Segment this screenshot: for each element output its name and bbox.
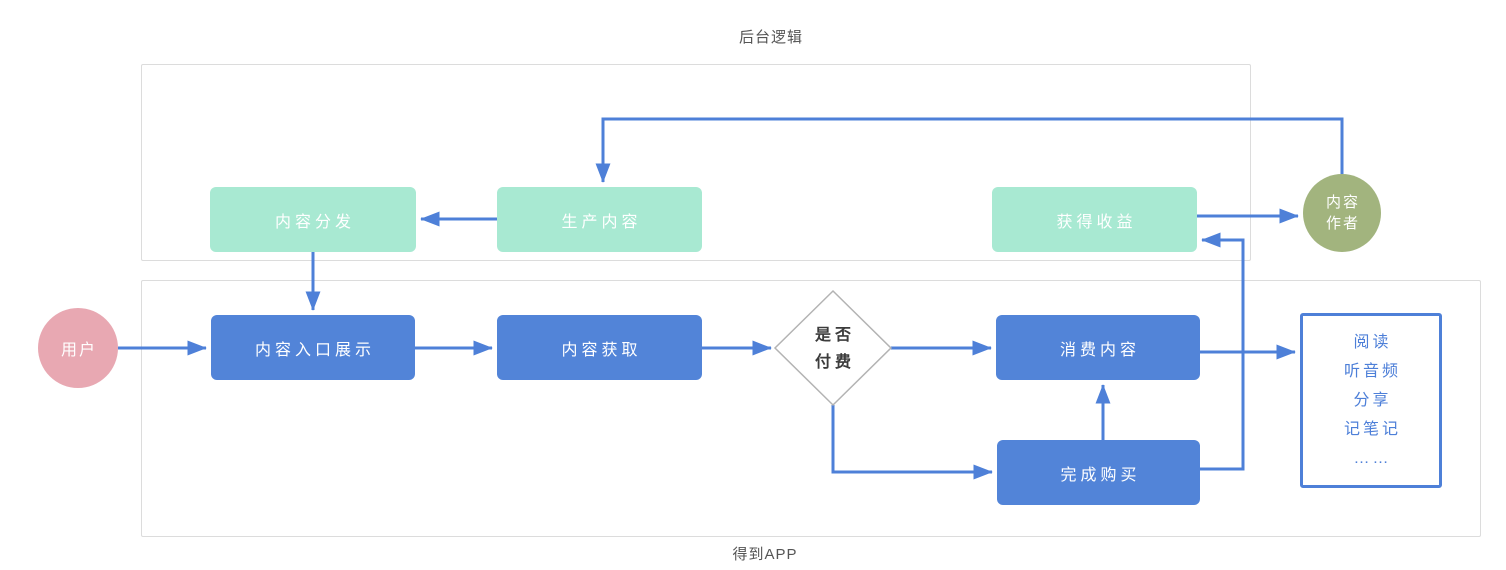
node-consume-content: 消费内容 [996, 315, 1200, 380]
action-item: 听音频 [1343, 363, 1401, 380]
author-circle: 内容 作者 [1303, 174, 1381, 252]
action-item: 分享 [1353, 392, 1392, 409]
node-content-distribution: 内容分发 [210, 187, 416, 252]
backend-section-label: 后台逻辑 [738, 29, 803, 46]
decision-line2: 付费 [814, 354, 855, 371]
decision-diamond-shape [773, 289, 893, 407]
arrow-author-to-produce [595, 117, 1344, 183]
node-complete-purchase: 完成购买 [997, 440, 1200, 505]
node-content-acquisition: 内容获取 [497, 315, 702, 380]
app-section-container [141, 280, 1481, 537]
backend-section-container [141, 64, 1251, 261]
decision-pay-label: 是否 付费 [776, 320, 890, 378]
user-circle: 用户 [38, 308, 118, 388]
app-section-label: 得到APP [732, 546, 798, 563]
node-gain-revenue: 获得收益 [992, 187, 1197, 252]
node-produce-content: 生产内容 [497, 187, 702, 252]
action-item: 记笔记 [1343, 421, 1401, 438]
actions-list-box: 阅读 听音频 分享 记笔记 …… [1300, 313, 1442, 488]
action-item: 阅读 [1353, 334, 1392, 351]
user-circle-label: 用户 [60, 342, 97, 359]
node-content-entry-display: 内容入口展示 [211, 315, 415, 380]
decision-line1: 是否 [814, 327, 855, 344]
author-circle-line1: 内容 [1325, 194, 1360, 211]
arrow-decision-to-purchase [831, 405, 993, 480]
action-item: …… [1353, 450, 1392, 467]
arrow-purchase-to-revenue [1200, 232, 1245, 471]
author-circle-line2: 作者 [1325, 215, 1360, 232]
